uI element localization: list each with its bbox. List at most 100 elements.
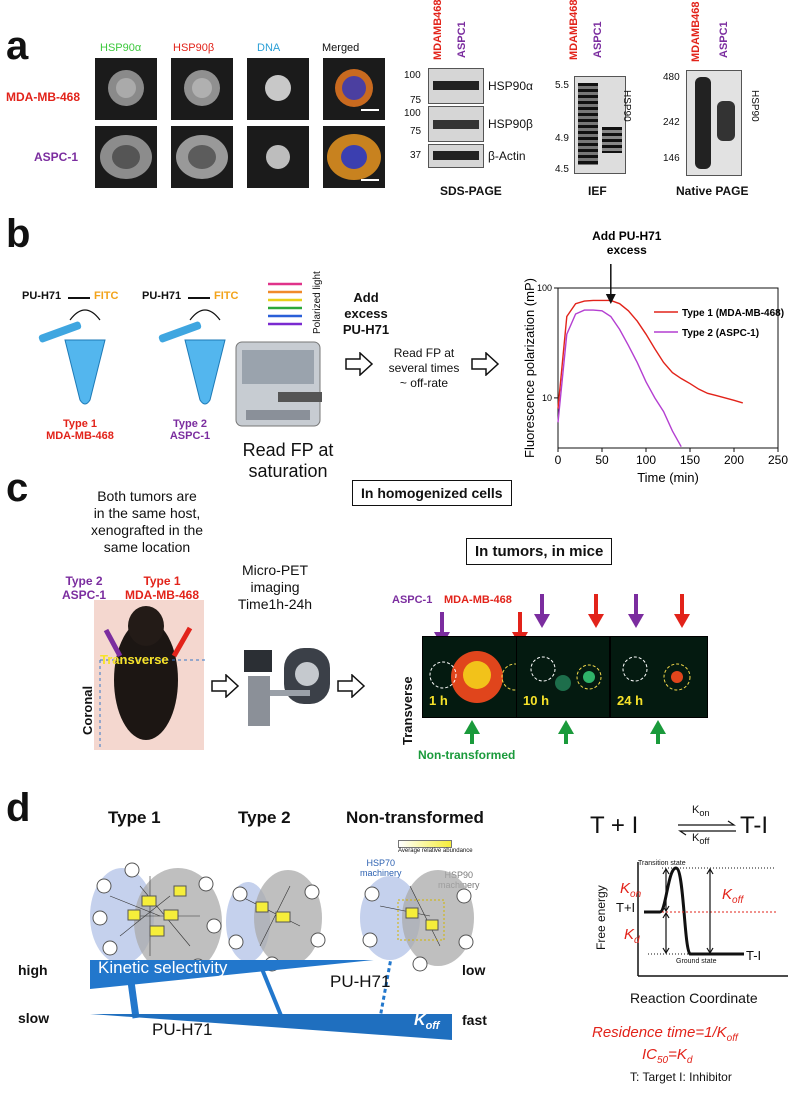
puh71-label-upper: PU-H71 <box>330 972 391 991</box>
gel-ief <box>574 76 626 174</box>
transverse-mouse-label: Transverse <box>100 652 169 667</box>
polarized-light-label: Polarized light <box>312 271 323 334</box>
channel-label-merged: Merged <box>322 42 360 54</box>
arrow-icon-3 <box>211 674 240 698</box>
band-hsp90b: HSP90β <box>488 117 533 131</box>
probe-label-2: PU-H71 <box>142 290 182 302</box>
tl-label: T-I <box>746 948 762 963</box>
puh71-label-lower: PU-H71 <box>152 1020 213 1039</box>
kinetic-selectivity-label: Kinetic selectivity <box>98 958 228 977</box>
legend-label-2: Type 2 (ASPC-1) <box>682 328 759 339</box>
y-axis-label: Fluorescence polarization (mP) <box>522 278 537 458</box>
y-tick-label: 100 <box>537 283 552 293</box>
marker-4-9: 4.9 <box>555 133 569 144</box>
micrograph-mda-merged <box>323 58 385 120</box>
time-24h: 24 h <box>617 693 644 708</box>
x-axis-label: Time (min) <box>637 470 699 485</box>
gel-sds-hsp90b <box>428 106 484 142</box>
type2-header-d: Type 2 <box>238 808 291 827</box>
plate-reader-icon <box>235 341 322 427</box>
tube-icon-1 <box>38 309 106 405</box>
aspc-label-c: ASPC-1 <box>392 594 433 606</box>
kd-diagram-label: Kd <box>624 926 640 946</box>
gel-sds-actin <box>428 144 484 168</box>
marker-242: 242 <box>663 117 680 128</box>
micrograph-mda-hsp90b <box>171 58 233 120</box>
lane-label-mda-sds: MDAMB468 <box>432 0 444 60</box>
marker-37: 37 <box>410 150 422 161</box>
lane-label-mda-native: MDAMB468 <box>690 1 702 62</box>
lane-label-aspc-sds: ASPC1 <box>456 21 468 58</box>
plot-frame <box>557 287 779 449</box>
residence-time: Residence time=1/Koff <box>592 1024 738 1044</box>
transition-state-label: Transition state <box>638 860 686 867</box>
channel-label-dna: DNA <box>257 42 281 54</box>
tube-icon-2 <box>158 309 226 405</box>
y-tick-label: 10 <box>542 393 552 403</box>
equilibrium-arrows <box>678 820 736 836</box>
gel-sds-hsp90a <box>428 68 484 104</box>
nontransformed-header-d: Non-transformed <box>346 808 484 827</box>
coronal-label: Coronal <box>80 685 95 735</box>
marker-100b: 100 <box>404 108 421 119</box>
annotation-arrowhead <box>605 294 616 304</box>
panel-label-c: c <box>6 466 29 510</box>
pet-image-24h: 24 h <box>610 636 708 718</box>
equation-left: T + I <box>590 812 639 839</box>
equation-kon: Kon <box>692 804 710 819</box>
fitc-label-1: FITC <box>94 290 119 302</box>
panel-label-d: d <box>6 786 31 830</box>
marker-146: 146 <box>663 153 680 164</box>
marker-480: 480 <box>663 72 680 83</box>
micrograph-mda-dna <box>247 58 309 120</box>
kon-diagram-label: Kon <box>620 880 642 900</box>
pet-image-10h: 10 h <box>516 636 610 718</box>
row-label-aspc: ASPC-1 <box>34 150 79 164</box>
micrograph-mda-hsp90a <box>95 58 157 120</box>
selectivity-wedges <box>90 960 452 1040</box>
low-label: low <box>462 962 486 978</box>
koff-diagram-label: Koff <box>722 886 744 906</box>
panel-label-b: b <box>6 212 31 256</box>
native-side-label: HSP90 <box>749 90 760 122</box>
time-1h: 1 h <box>429 693 448 708</box>
probe-label-1: PU-H71 <box>22 290 62 302</box>
series-line-2 <box>557 309 682 447</box>
transverse-pet-label: Transverse <box>400 676 415 745</box>
free-energy-label: Free energy <box>594 885 608 950</box>
linker-2 <box>188 297 210 299</box>
channel-label-hsp90b: HSP90β <box>173 42 215 54</box>
ti-label: T+I <box>616 900 636 915</box>
annotation-label-1: Add PU-H71 <box>592 229 662 243</box>
time-10h: 10 h <box>523 693 550 708</box>
slow-label: slow <box>18 1010 50 1026</box>
row-label-mda: MDA-MB-468 <box>6 90 81 104</box>
caption-native: Native PAGE <box>676 184 749 198</box>
marker-4-5: 4.5 <box>555 164 569 175</box>
equation-right: T-I <box>740 812 768 839</box>
energy-diagram <box>637 862 788 977</box>
homogenized-box: In homogenized cells <box>352 480 512 506</box>
channel-label-hsp90a: HSP90α <box>100 42 142 54</box>
lane-label-mda-ief: MDAMB468 <box>568 0 580 60</box>
micrograph-aspc-hsp90b <box>171 126 233 188</box>
legend-label-1: Type 1 (MDA-MB-468) <box>682 308 784 319</box>
band-hsp90a: HSP90α <box>488 79 533 93</box>
lane-label-aspc-native: ASPC1 <box>718 21 730 58</box>
ief-side-label: HSP90 <box>621 90 632 122</box>
x-tick-label: 150 <box>680 453 700 467</box>
x-tick-label: 250 <box>768 453 788 467</box>
x-tick-label: 50 <box>595 453 609 467</box>
mdamb-label-c: MDA-MB-468 <box>444 594 512 606</box>
marker-75b: 75 <box>410 126 422 137</box>
x-tick-label: 100 <box>636 453 656 467</box>
arrow-icon-1 <box>345 352 374 376</box>
